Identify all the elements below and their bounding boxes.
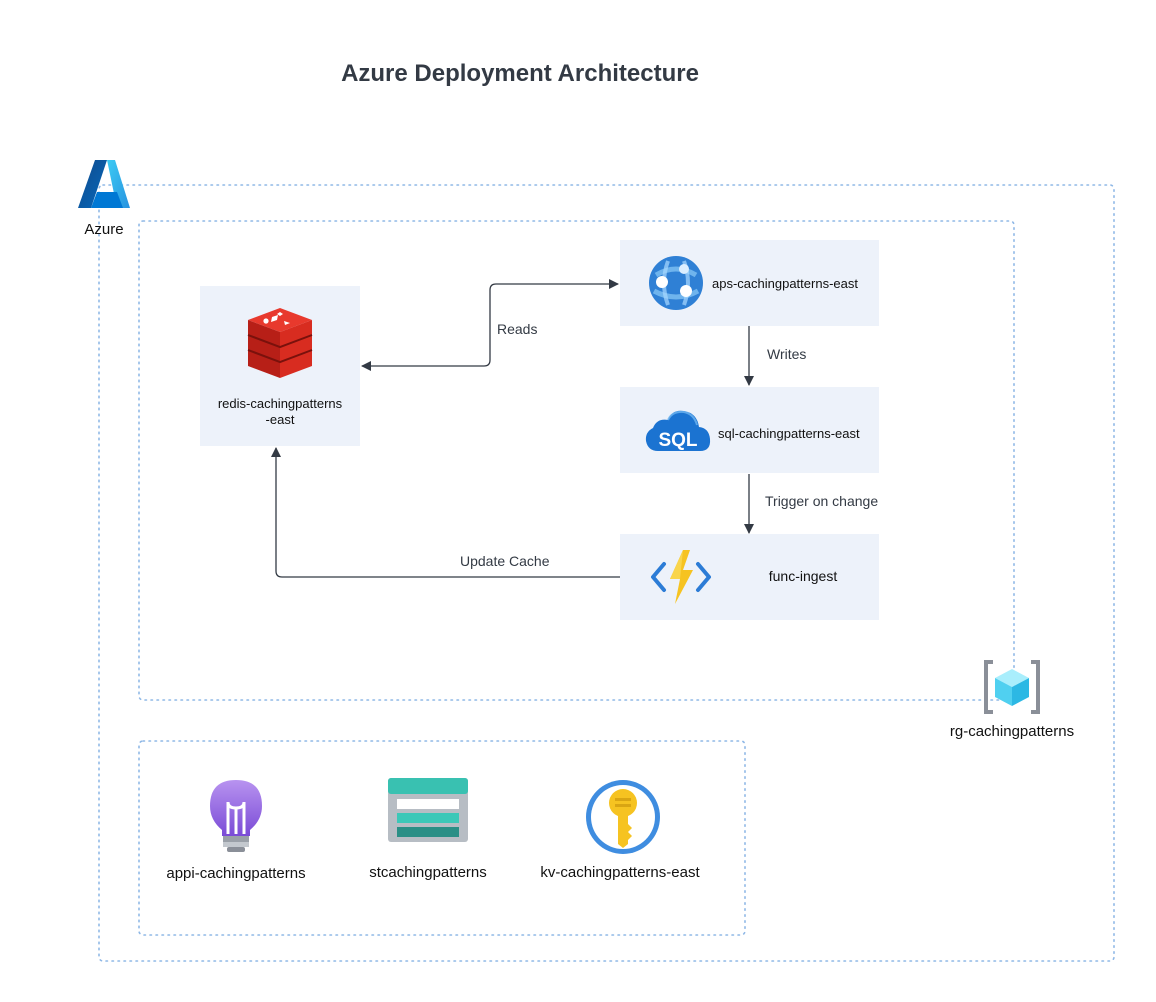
sql-label: sql-cachingpatterns-east — [718, 426, 860, 441]
shared-resources-container — [138, 740, 746, 936]
svg-text:SQL: SQL — [658, 430, 697, 451]
app-service-node[interactable]: aps-cachingpatterns-east — [620, 240, 879, 326]
azure-label: Azure — [84, 221, 124, 238]
redis-label: redis-cachingpatterns -east — [217, 396, 343, 427]
azure-logo-icon — [77, 158, 131, 210]
app-insights-label: appi-cachingpatterns — [166, 865, 306, 882]
app-service-icon — [648, 255, 704, 311]
key-vault-label: kv-cachingpatterns-east — [540, 864, 700, 881]
diagram-title: Azure Deployment Architecture — [341, 60, 699, 87]
storage-account-label: stcachingpatterns — [369, 864, 487, 881]
app-service-label: aps-cachingpatterns-east — [712, 276, 858, 291]
resource-group-icon — [983, 660, 1041, 714]
edge-label-trigger: Trigger on change — [765, 493, 879, 509]
storage-account-icon — [388, 778, 468, 842]
resource-group-label: rg-cachingpatterns — [949, 723, 1075, 740]
edge-label-update-cache: Update Cache — [460, 553, 550, 569]
resource-group-container — [138, 220, 1015, 701]
edge-update-cache — [271, 447, 620, 578]
redis-icon — [244, 304, 316, 380]
function-label: func-ingest — [768, 568, 838, 584]
edge-label-writes: Writes — [767, 346, 807, 362]
sql-node[interactable]: SQL sql-cachingpatterns-east — [620, 387, 879, 473]
function-node[interactable]: func-ingest — [620, 534, 879, 620]
edge-reads — [361, 279, 619, 371]
function-app-icon — [650, 548, 712, 606]
edge-label-reads: Reads — [497, 321, 538, 337]
redis-node[interactable]: redis-cachingpatterns -east — [200, 286, 360, 446]
key-vault-icon — [584, 778, 662, 856]
sql-database-icon: SQL — [644, 405, 712, 455]
azure-container — [98, 184, 1115, 962]
app-insights-icon — [208, 778, 264, 854]
